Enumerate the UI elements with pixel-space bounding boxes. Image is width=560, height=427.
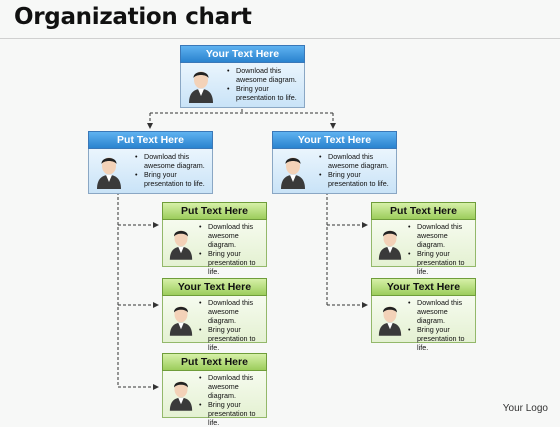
node-title: Your Text Here [180, 45, 305, 63]
person-avatar-icon [281, 157, 305, 189]
bullet-text: Download this awesome diagram. [199, 298, 265, 325]
person-avatar-icon [97, 157, 121, 189]
node-title: Put Text Here [162, 353, 267, 371]
bullet-text: Bring your presentation to life. [408, 325, 474, 352]
node-title: Put Text Here [162, 202, 267, 220]
org-node-l2[interactable]: Your Text Here Download this awesome dia… [162, 278, 267, 352]
person-avatar-icon [169, 381, 193, 411]
bullet-text: Download this awesome diagram. [199, 222, 265, 249]
bullet-text: Download this awesome diagram. [227, 66, 303, 84]
bullet-text: Bring your presentation to life. [199, 249, 265, 276]
person-avatar-icon [378, 306, 402, 336]
bullet-text: Download this awesome diagram. [408, 298, 474, 325]
person-avatar-icon [169, 230, 193, 260]
node-title: Your Text Here [371, 278, 476, 296]
logo-text: Your Logo [502, 403, 548, 414]
node-title: Put Text Here [88, 131, 213, 149]
bullet-text: Download this awesome diagram. [199, 373, 265, 400]
bullet-text: Bring your presentation to life. [319, 170, 395, 188]
bullet-text: Bring your presentation to life. [408, 249, 474, 276]
bullet-text: Bring your presentation to life. [227, 84, 303, 102]
org-node-l3[interactable]: Put Text Here Download this awesome diag… [162, 353, 267, 427]
node-title: Your Text Here [162, 278, 267, 296]
person-avatar-icon [189, 71, 213, 103]
bullet-text: Bring your presentation to life. [199, 400, 265, 427]
title-divider [0, 38, 560, 39]
person-avatar-icon [378, 230, 402, 260]
node-title: Your Text Here [272, 131, 397, 149]
person-avatar-icon [169, 306, 193, 336]
bullet-text: Bring your presentation to life. [199, 325, 265, 352]
bullet-text: Download this awesome diagram. [408, 222, 474, 249]
org-node-l1[interactable]: Put Text Here Download this awesome diag… [162, 202, 267, 276]
org-node-r1[interactable]: Put Text Here Download this awesome diag… [371, 202, 476, 276]
bullet-text: Download this awesome diagram. [319, 152, 395, 170]
bullet-text: Bring your presentation to life. [135, 170, 211, 188]
org-node-root[interactable]: Your Text Here Download this awesome dia… [180, 45, 305, 108]
page-title: Organization chart [14, 4, 252, 30]
bullet-text: Download this awesome diagram. [135, 152, 211, 170]
org-node-left[interactable]: Put Text Here Download this awesome diag… [88, 131, 213, 194]
node-title: Put Text Here [371, 202, 476, 220]
org-node-right[interactable]: Your Text Here Download this awesome dia… [272, 131, 397, 194]
org-node-r2[interactable]: Your Text Here Download this awesome dia… [371, 278, 476, 352]
